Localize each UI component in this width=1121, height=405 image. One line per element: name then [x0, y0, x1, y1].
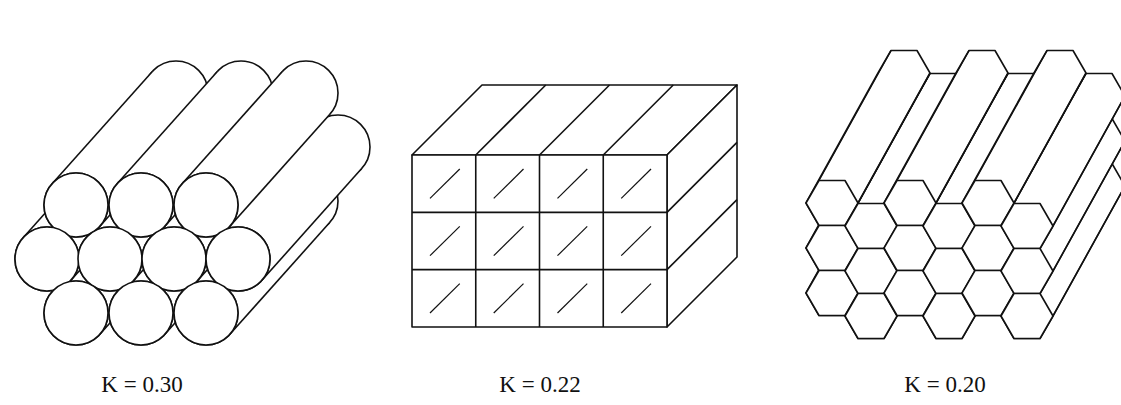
drawing-stroke: [540, 85, 610, 155]
cylinder-bundle: [15, 61, 370, 345]
drawing-stroke: [430, 169, 460, 198]
coefficient-label: K = 0.22: [497, 372, 582, 398]
square-prism-bundle: [412, 85, 737, 327]
drawing-stroke: [494, 169, 524, 198]
drawing-stroke: [230, 114, 330, 226]
hexagon-end: [1001, 249, 1053, 294]
drawing-stroke: [1014, 73, 1086, 203]
drawing-stroke: [44, 281, 108, 345]
drawing-stroke: [475, 155, 477, 327]
drawing-stroke: [621, 284, 651, 313]
drawing-stroke: [603, 85, 673, 155]
drawing-stroke: [621, 169, 651, 198]
coefficient-label: K = 0.20: [902, 372, 987, 398]
drawing-stroke: [412, 212, 667, 214]
drawing-stroke: [430, 284, 460, 313]
cylinder-end: [206, 227, 270, 291]
cylinder-end: [174, 173, 238, 237]
drawing-stroke: [667, 200, 737, 270]
drawing-stroke: [897, 50, 969, 180]
drawing-stroke: [975, 50, 1047, 180]
drawing-stroke: [539, 155, 541, 327]
drawing-stroke: [962, 51, 1086, 226]
drawing-stroke: [262, 168, 362, 280]
hexagonal-prism-bundle: [806, 50, 1121, 338]
drawing-stroke: [558, 226, 588, 255]
coefficient-label: K = 0.30: [99, 372, 184, 398]
cylinder-end: [174, 281, 238, 345]
cylinder-end: [109, 281, 173, 345]
drawing-stroke: [412, 269, 667, 271]
drawing-stroke: [109, 281, 173, 345]
drawing-stroke: [182, 72, 282, 184]
drawing-stroke: [206, 227, 270, 291]
hexagon-end: [1001, 294, 1053, 339]
cylinder-end: [44, 281, 108, 345]
cylinder-end: [142, 227, 206, 291]
drawing-stroke: [430, 226, 460, 255]
drawing-stroke: [819, 50, 891, 180]
drawing-stroke: [174, 281, 238, 345]
drawing-stroke: [476, 85, 546, 155]
drawing-stroke: [494, 284, 524, 313]
drawing-stroke: [174, 173, 238, 237]
drawing-stroke: [602, 155, 604, 327]
drawing-stroke: [558, 284, 588, 313]
hexagon-end: [1001, 204, 1053, 249]
drawing-stroke: [621, 226, 651, 255]
drawing-stroke: [142, 227, 206, 291]
drawing-stroke: [558, 169, 588, 198]
drawing-stroke: [667, 142, 737, 212]
drawing-stroke: [494, 226, 524, 255]
